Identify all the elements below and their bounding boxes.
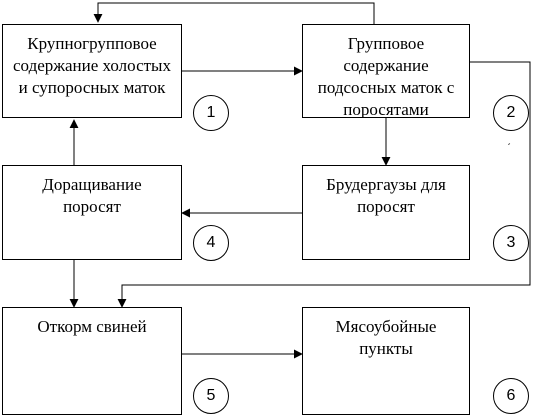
marker-2-tick: ˏ: [507, 134, 511, 146]
box-brooders-label: Брудергаузы для поросят: [326, 175, 446, 216]
marker-2: 2: [493, 95, 529, 131]
box-group-housing-dry-sows: Крупногрупповое содержание холостых и су…: [2, 24, 182, 118]
marker-6: 6: [493, 378, 529, 414]
box-group-housing-dry-sows-label: Крупногрупповое содержание холостых и су…: [13, 34, 171, 97]
box-group-housing-nursing-sows-label: Групповое содержание подсосных маток с п…: [317, 34, 455, 118]
box-piglet-rearing: Доращивание поросят: [2, 165, 182, 260]
marker-4: 4: [193, 225, 229, 261]
marker-3: 3: [493, 225, 529, 261]
box-pig-fattening: Откорм свиней: [2, 307, 182, 415]
marker-5: 5: [193, 378, 229, 414]
box-slaughterhouses-label: Мясоубойные пункты: [335, 317, 437, 358]
box-piglet-rearing-label: Доращивание поросят: [42, 175, 142, 216]
connector-2-side-to-5: [117, 61, 531, 308]
box-group-housing-nursing-sows: Групповое содержание подсосных маток с п…: [302, 24, 470, 118]
box-brooders: Брудергаузы для поросят: [302, 165, 470, 260]
box-slaughterhouses: Мясоубойные пункты: [302, 307, 470, 415]
marker-1: 1: [193, 95, 229, 131]
connector-2-to-1-top: [93, 2, 375, 24]
box-pig-fattening-label: Откорм свиней: [37, 317, 147, 336]
